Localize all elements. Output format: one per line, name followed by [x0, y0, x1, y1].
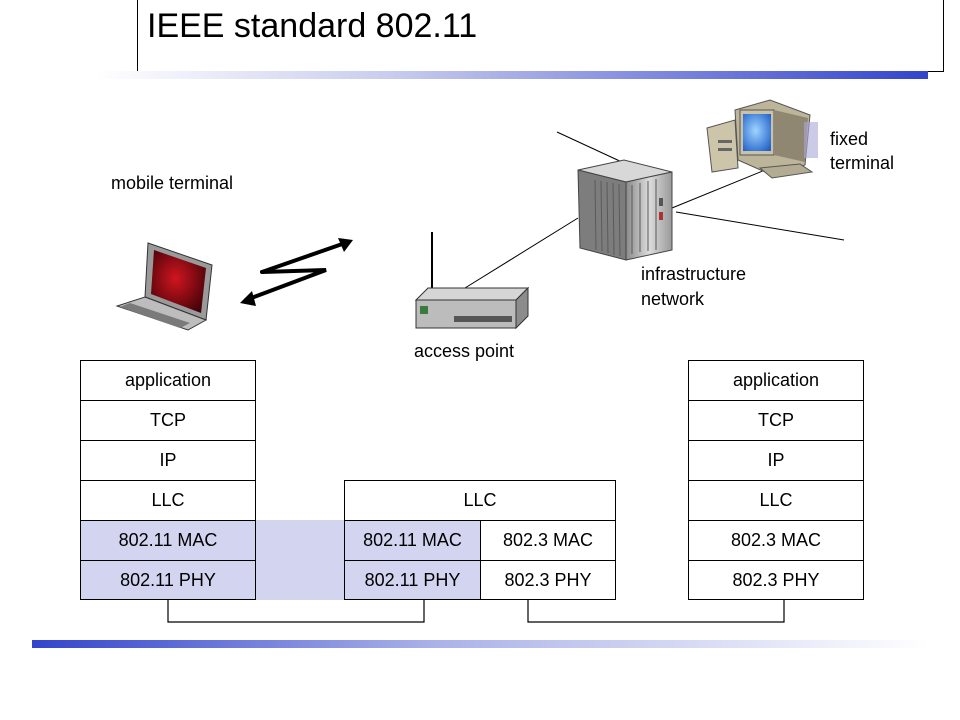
fixed-mac-layer: 802.3 MAC	[688, 520, 864, 561]
physical-link-lines	[167, 600, 785, 623]
wireless-link-band	[256, 520, 344, 600]
laptop-icon	[115, 242, 213, 331]
fixed-phy-layer: 802.3 PHY	[688, 560, 864, 600]
fixed-terminal-label-line1: fixed	[830, 129, 869, 149]
ap-wired-phy-layer: 802.3 PHY	[480, 560, 616, 600]
fixed-terminal-label-line2: terminal	[830, 153, 895, 173]
access-point-label: access point	[414, 341, 515, 361]
fixed-tcp-layer: TCP	[688, 400, 864, 441]
ap-wired-mac-layer: 802.3 MAC	[480, 520, 616, 561]
access-point-icon	[414, 232, 530, 330]
footer-bar	[32, 640, 928, 648]
mobile-terminal-label: mobile terminal	[111, 173, 234, 193]
rack-server-icon	[577, 159, 673, 261]
slide-title: IEEE standard 802.11	[147, 7, 478, 45]
title-underline-bar	[96, 71, 928, 79]
fixed-ip-layer: IP	[688, 440, 864, 481]
wireless-arrowhead-up	[338, 238, 353, 252]
infrastructure-network-label-line1: infrastructure	[641, 264, 747, 284]
infrastructure-lines	[464, 131, 845, 289]
wireless-arrowhead-down	[240, 291, 256, 306]
infrastructure-network-label-line2: network	[641, 289, 705, 309]
wireless-link-icon	[244, 240, 350, 302]
title-box	[137, 0, 944, 72]
mobile-llc-layer: LLC	[80, 480, 256, 521]
ap-wireless-phy-layer: 802.11 PHY	[344, 560, 481, 600]
mobile-mac-layer: 802.11 MAC	[80, 520, 256, 561]
mobile-phy-layer: 802.11 PHY	[80, 560, 256, 600]
desktop-computer-icon	[706, 99, 818, 179]
ap-wireless-mac-layer: 802.11 MAC	[344, 520, 481, 561]
